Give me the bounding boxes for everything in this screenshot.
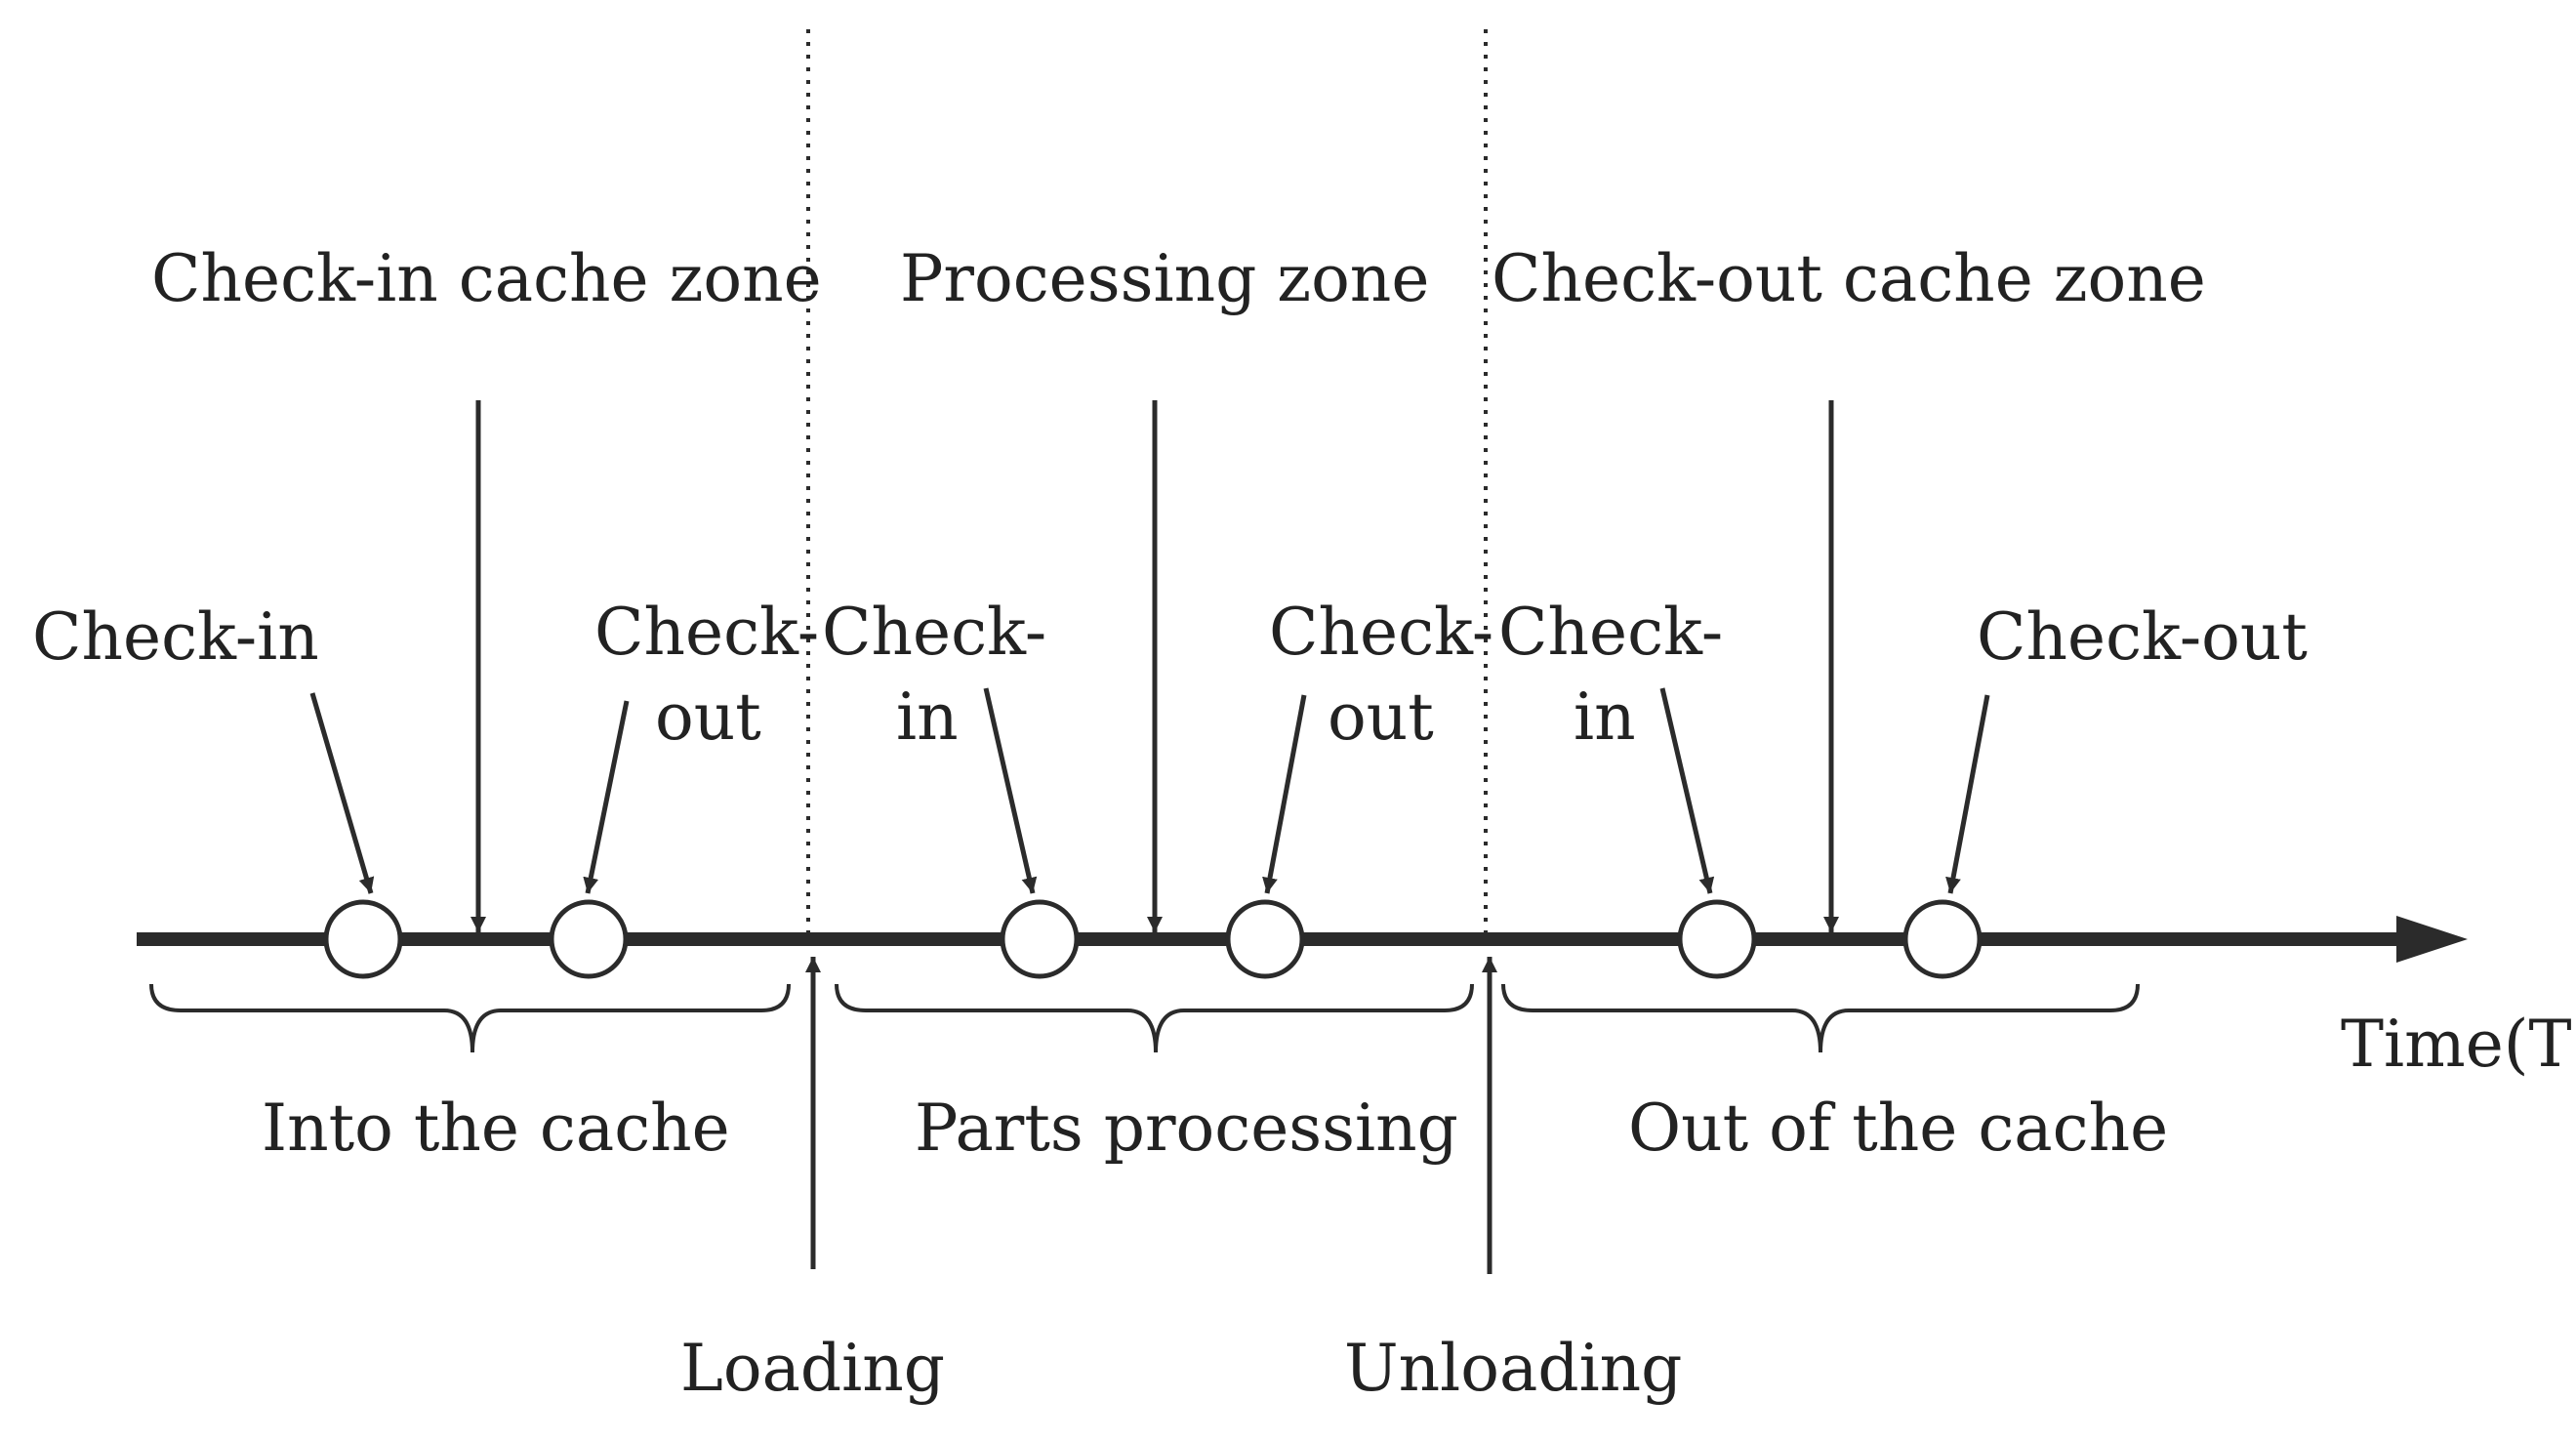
event-arrow-zone3-checkout [1945,694,1990,894]
time-axis-label: Time(T) [2341,1007,2576,1082]
brace-out-of-cache [1501,983,2140,1053]
event-label-zone1-checkout-bottom: out [655,679,761,755]
transition-label-unloading: Unloading [1344,1331,1682,1406]
transition-label-loading: Loading [680,1331,945,1406]
event-arrow-zone3-checkin [1659,687,1715,894]
brace-parts-processing [835,983,1474,1053]
event-arrow-zone1-checkout [583,700,630,894]
event-node-zone2-checkin [1000,899,1080,979]
zone-title-processing: Processing zone [900,241,1429,316]
time-axis-arrowhead [2396,916,2468,963]
brace-into-cache [149,983,791,1053]
event-node-zone1-checkout [549,899,629,979]
event-label-zone2-checkout-top: Check- [1269,595,1493,670]
event-node-zone1-checkin [323,899,403,979]
event-node-zone2-checkout [1225,899,1305,979]
event-label-zone2-checkin-bottom: in [896,679,959,755]
event-label-zone3-checkin-bottom: in [1574,679,1636,755]
zone-title-checkin-cache: Check-in cache zone [151,241,822,316]
phase-label-parts-processing: Parts processing [915,1091,1458,1166]
event-label-zone2-checkin-top: Check- [822,595,1046,670]
event-label-zone3-checkin-top: Check- [1498,595,1723,670]
event-arrow-zone1-checkin [309,692,375,894]
event-arrow-zone2-checkout [1262,694,1307,894]
phase-label-out-of-cache: Out of the cache [1628,1091,2168,1166]
zone-title-checkout-cache: Check-out cache zone [1492,241,2206,316]
event-node-zone3-checkin [1677,899,1757,979]
event-label-zone1-checkin: Check-in [32,599,319,675]
event-arrow-zone2-checkin [983,687,1038,894]
event-label-zone1-checkout-top: Check- [594,595,819,670]
event-node-zone3-checkout [1902,899,1983,979]
event-label-zone3-checkout: Check-out [1977,599,2308,675]
phase-label-into-cache: Into the cache [262,1091,730,1166]
event-label-zone2-checkout-bottom: out [1328,679,1434,755]
